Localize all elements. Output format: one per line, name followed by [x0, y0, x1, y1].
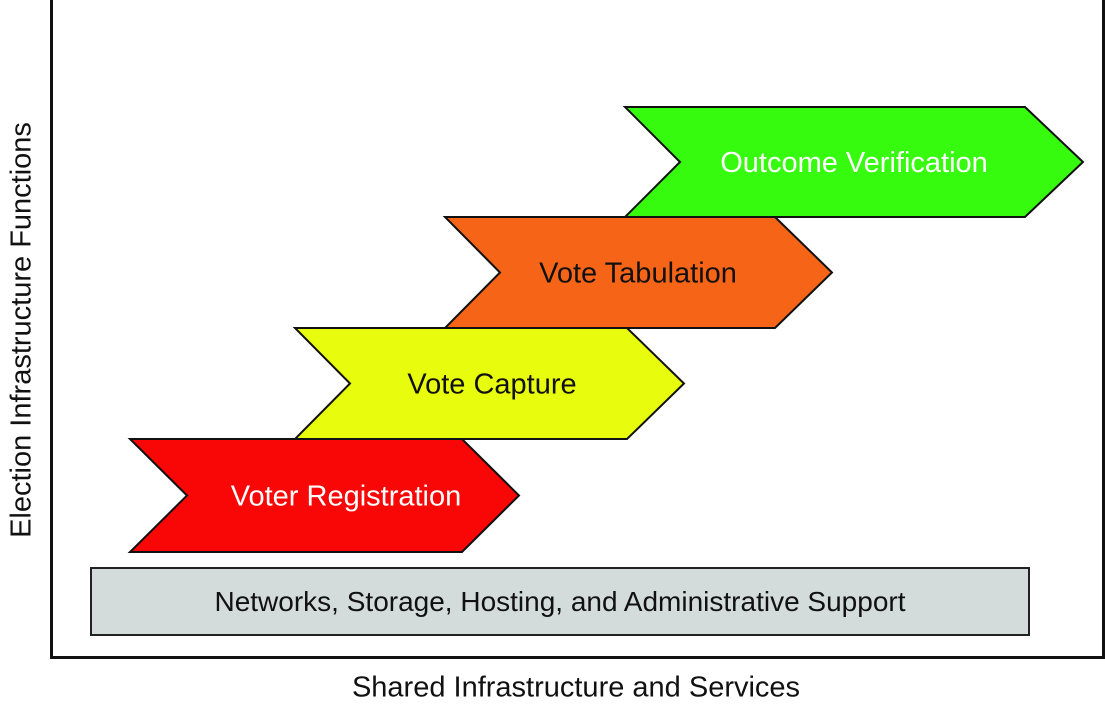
x-axis-label: Shared Infrastructure and Services [351, 671, 801, 704]
chevron-shape [622, 106, 1085, 218]
chevron-label: Voter Registration [231, 481, 462, 513]
chevron-shape [442, 216, 834, 329]
chevron-vote-tabulation: Vote Tabulation [442, 216, 834, 329]
chevron-vote-capture: Vote Capture [292, 327, 686, 440]
y-axis-label: Election Infrastructure Functions [5, 122, 38, 538]
chevron-shape [127, 438, 521, 553]
chevron-label: Vote Tabulation [539, 258, 737, 290]
chevron-voter-registration: Voter Registration [127, 438, 521, 553]
chevron-label: Vote Capture [407, 369, 576, 401]
shared-infrastructure-bar: Networks, Storage, Hosting, and Administ… [90, 567, 1030, 636]
chevron-outcome-verification: Outcome Verification [622, 106, 1085, 218]
shared-infrastructure-label: Networks, Storage, Hosting, and Administ… [214, 585, 906, 617]
chevron-label: Outcome Verification [720, 147, 988, 179]
chevron-shape [292, 327, 686, 440]
